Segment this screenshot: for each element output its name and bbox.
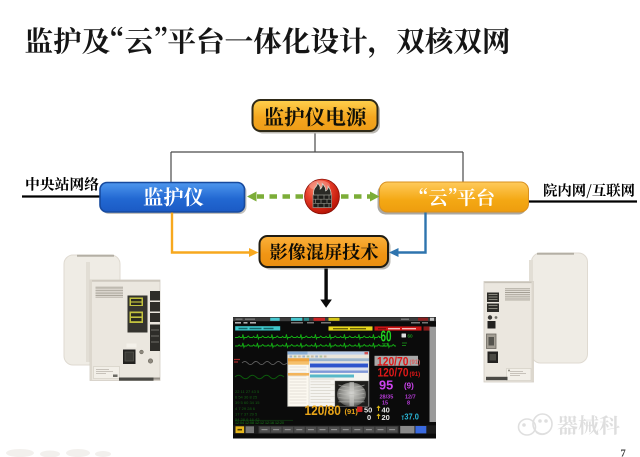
svg-text:15: 15	[382, 400, 388, 406]
svg-text:0: 0	[367, 413, 371, 422]
svg-text:120/70: 120/70	[378, 366, 409, 380]
svg-text:4 7 29 28 6: 4 7 29 28 6	[235, 406, 256, 411]
svg-text:6 54 36 8 25: 6 54 36 8 25	[235, 395, 258, 400]
svg-text:60: 60	[408, 334, 414, 339]
svg-text:40: 40	[382, 406, 390, 415]
svg-text:95: 95	[379, 379, 393, 393]
svg-text:22 11 27 43 5: 22 11 27 43 5	[235, 389, 260, 394]
svg-text:8: 8	[407, 400, 410, 406]
svg-text:20: 20	[382, 413, 390, 422]
svg-text:50: 50	[364, 406, 372, 415]
svg-text:39 5 60 34 15: 39 5 60 34 15	[235, 400, 260, 405]
svg-text:12:04 12:08 12:12 12:16 12: 12:04 12:08 12:12 12:16 12:20	[235, 421, 284, 425]
svg-text:(91): (91)	[345, 407, 359, 416]
svg-text:28/35: 28/35	[380, 395, 394, 401]
svg-text:37.0: 37.0	[404, 412, 419, 422]
svg-text:(91): (91)	[410, 372, 421, 378]
svg-text:120/80: 120/80	[305, 402, 341, 418]
svg-text:60: 60	[381, 329, 392, 346]
svg-text:7: 7	[621, 449, 626, 457]
svg-text:12/7: 12/7	[405, 395, 416, 401]
svg-text:(91): (91)	[410, 360, 421, 366]
svg-text:(9): (9)	[404, 382, 414, 391]
svg-text:17 7 37 29 5: 17 7 37 29 5	[235, 411, 258, 416]
svg-text:54 38 9 16 42: 54 38 9 16 42	[235, 417, 260, 422]
svg-text:120/70: 120/70	[377, 355, 409, 369]
